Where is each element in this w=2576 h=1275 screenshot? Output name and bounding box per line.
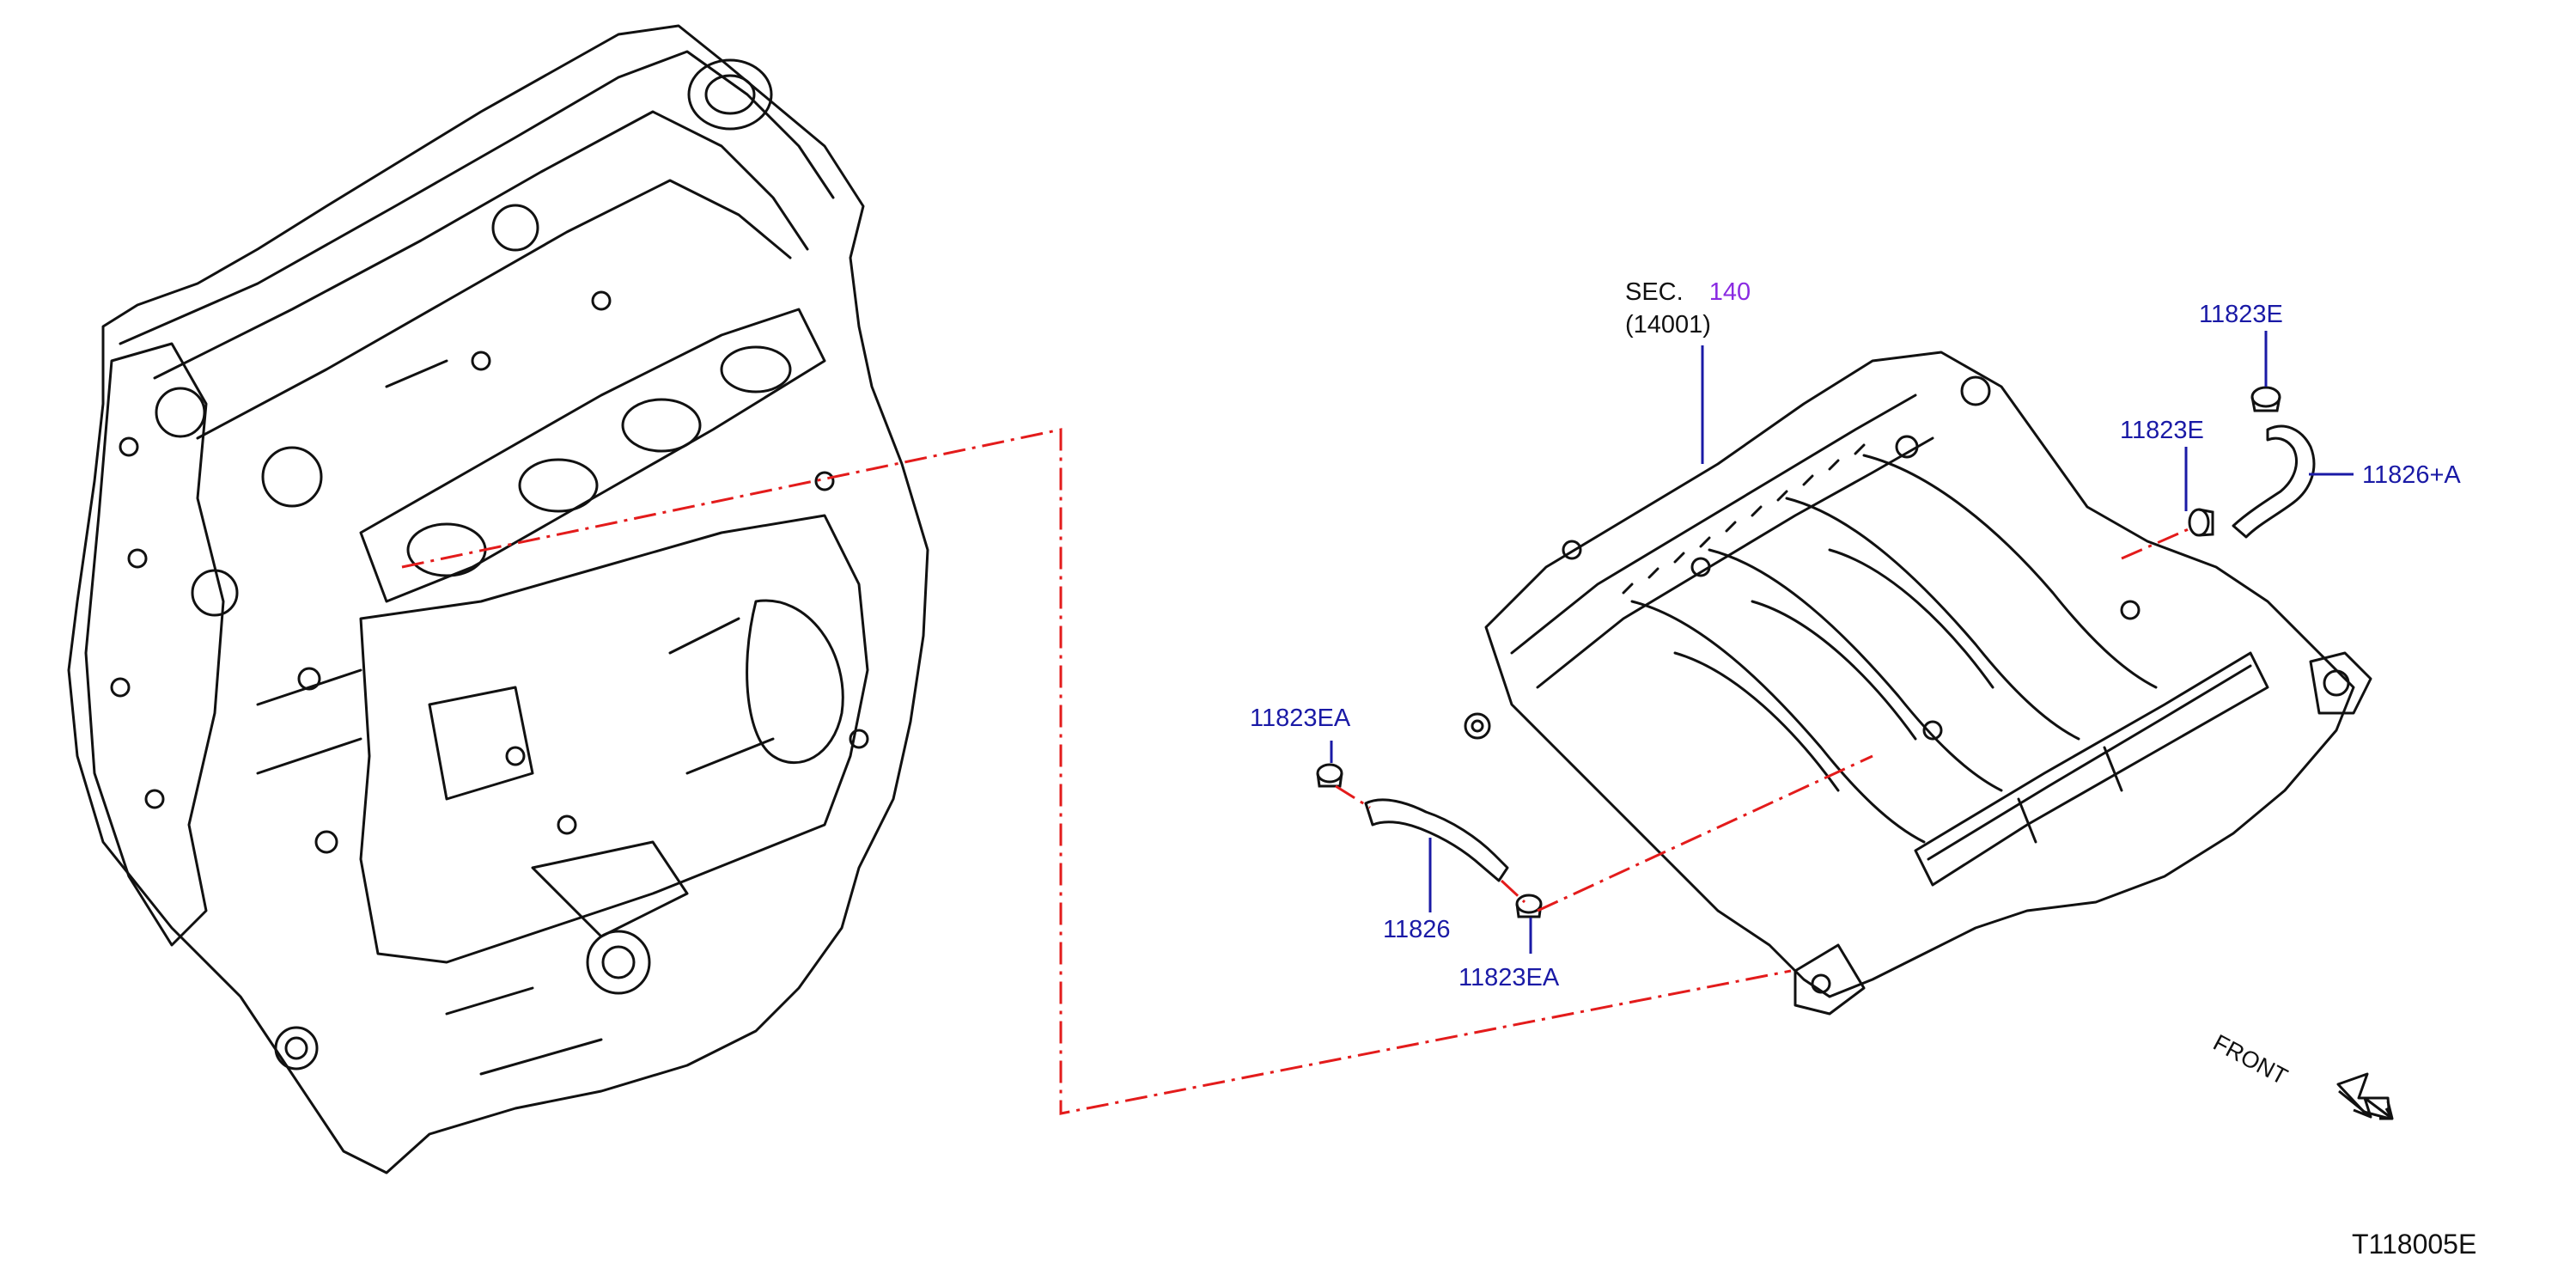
hose-11826-drawing — [1364, 798, 1509, 882]
section-prefix: SEC. — [1625, 278, 1684, 306]
section-subref: (14001) — [1625, 311, 1711, 339]
intake-manifold-drawing — [1464, 351, 2372, 1016]
hose-11826a-drawing — [2232, 424, 2316, 539]
clamp-11823e-mid-drawing — [2188, 508, 2214, 537]
dash-dot-leaders — [401, 428, 2191, 1115]
engine-assembly-drawing — [67, 24, 929, 1174]
callout-11823e-top[interactable]: 11823E — [2199, 301, 2283, 328]
callout-11823e-mid[interactable]: 11823E — [2120, 417, 2204, 444]
callout-11823ea-top[interactable]: 11823EA — [1250, 705, 1351, 732]
section-number-link[interactable]: 140 — [1708, 278, 1751, 306]
callout-11826[interactable]: 11826 — [1383, 916, 1451, 943]
callout-leaders — [1330, 331, 2354, 954]
callout-11826-a[interactable]: 11826+A — [2362, 461, 2461, 489]
clamp-11823ea-bottom-drawing — [1515, 894, 1543, 918]
front-arrow-icon — [2336, 1072, 2394, 1120]
clamp-11823ea-top-drawing — [1316, 763, 1343, 788]
section-reference[interactable]: SEC. 140 — [1625, 280, 1751, 305]
figure-code: T118005E — [2352, 1229, 2477, 1260]
clamp-11823e-top-drawing — [2250, 386, 2281, 412]
callout-11823ea-bottom[interactable]: 11823EA — [1459, 964, 1560, 991]
